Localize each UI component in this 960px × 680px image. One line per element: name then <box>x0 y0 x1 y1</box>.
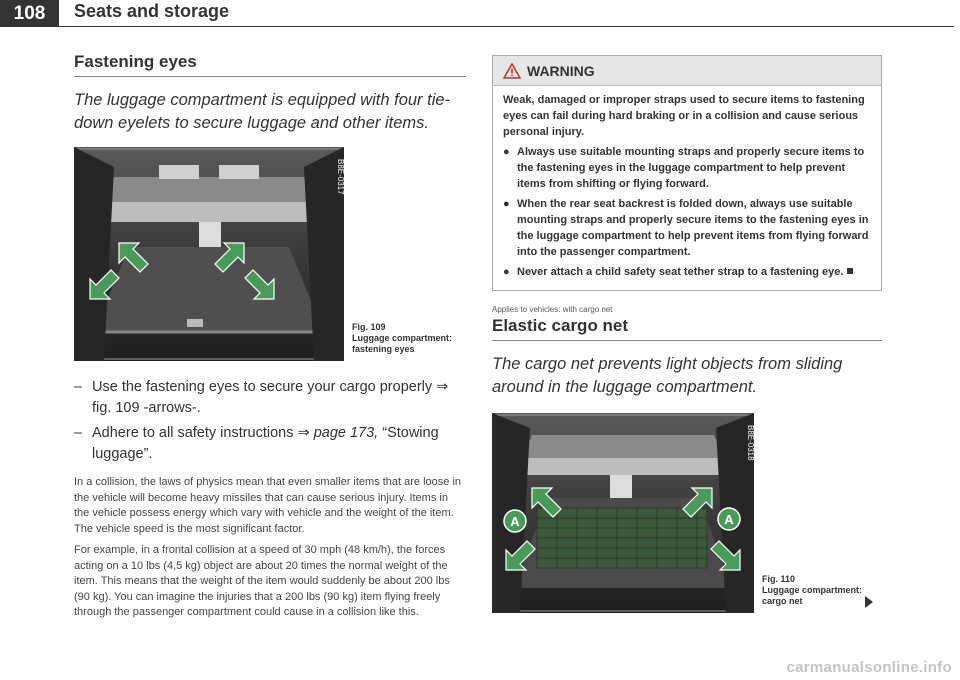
heading-rule <box>492 340 882 341</box>
warning-header: WARNING <box>493 56 881 86</box>
warning-box: WARNING Weak, damaged or improper straps… <box>492 55 882 291</box>
right-column: WARNING Weak, damaged or improper straps… <box>492 55 882 613</box>
section-title: Seats and storage <box>74 1 230 21</box>
figure-110-caption: Fig. 110 Luggage compartment: cargo net <box>762 574 882 613</box>
figure-code: B8E-0318 <box>746 425 754 461</box>
figure-109-caption: Fig. 109 Luggage compartment: fastening … <box>352 322 466 361</box>
watermark: carmanualsonline.info <box>786 659 952 676</box>
svg-text:A: A <box>724 512 734 527</box>
list-item: ●Always use suitable mounting straps and… <box>503 146 865 190</box>
figure-109: B8E-0317 Fig. 109 Luggage compartment: f… <box>74 147 466 361</box>
luggage-fastening-eyes-photo: B8E-0317 <box>74 147 344 361</box>
continue-next-page-icon <box>865 596 873 608</box>
arrow-icon <box>682 487 713 518</box>
arrow-icon <box>531 487 562 518</box>
arrow-icon <box>244 269 275 300</box>
callout-a-left: A <box>503 509 527 533</box>
end-of-section-icon <box>847 268 854 274</box>
warning-triangle-icon <box>503 62 521 79</box>
body-paragraph: For example, in a frontal collision at a… <box>74 544 450 618</box>
cargo-net-intro: The cargo net prevents light objects fro… <box>492 355 843 396</box>
list-item: –Adhere to all safety instructions ⇒ pag… <box>74 425 439 462</box>
warning-title: WARNING <box>527 62 595 79</box>
arrow-icon <box>505 540 536 571</box>
fastening-eyes-intro: The luggage compartment is equipped with… <box>74 91 451 132</box>
warning-lead: Weak, damaged or improper straps used to… <box>503 94 865 138</box>
heading-rule <box>74 76 466 77</box>
fastening-eyes-heading: Fastening eyes <box>74 52 197 71</box>
page-number: 108 <box>0 0 59 27</box>
arrow-icon <box>214 242 245 273</box>
header-rule <box>59 26 954 27</box>
figure-number: Fig. 109 <box>352 322 386 332</box>
figure-caption-text: Luggage compartment: cargo net <box>762 585 863 606</box>
cargo-net-heading: Elastic cargo net <box>492 316 629 335</box>
arrow-icon <box>89 269 120 300</box>
arrow-icon <box>710 540 741 571</box>
list-item: –Use the fastening eyes to secure your c… <box>74 379 449 416</box>
list-item: ●Never attach a child safety seat tether… <box>503 264 873 280</box>
figure-code: B8E-0317 <box>336 159 344 195</box>
left-column: Fastening eyes The luggage compartment i… <box>74 52 466 621</box>
list-item: ●When the rear seat backrest is folded d… <box>503 198 869 258</box>
body-paragraph: In a collision, the laws of physics mean… <box>74 476 462 535</box>
applies-to-note: Applies to vehicles: with cargo net <box>492 305 613 314</box>
cargo-net-photo: A A B8E-0318 <box>492 413 754 613</box>
arrow-icon <box>118 242 149 273</box>
warning-body: Weak, damaged or improper straps used to… <box>493 86 881 290</box>
figure-number: Fig. 110 <box>762 574 796 584</box>
callout-a-right: A <box>717 507 741 531</box>
page-reference-link[interactable]: page 173, <box>313 425 379 441</box>
figure-110: A A B8E-0318 Fig. 110 Luggage compartmen… <box>492 413 882 613</box>
instruction-steps: –Use the fastening eyes to secure your c… <box>74 377 466 465</box>
svg-text:A: A <box>510 514 520 529</box>
figure-caption-text: Luggage compartment: fastening eyes <box>352 333 453 354</box>
